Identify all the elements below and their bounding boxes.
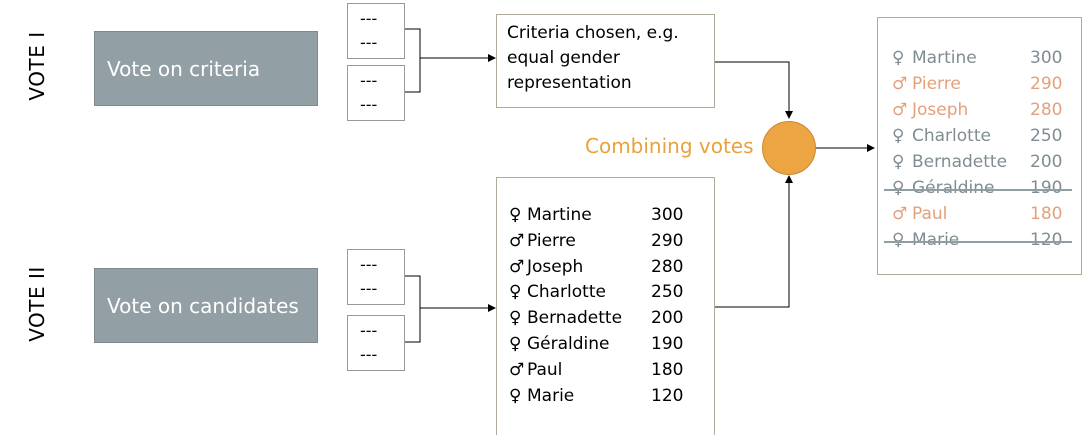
result-score: 250	[1030, 126, 1063, 146]
vote-on-candidates-box: Vote on candidates	[94, 268, 318, 343]
candidate-name: Pierre	[527, 230, 576, 251]
candidate-score: 190	[651, 334, 684, 354]
candidate-name: Marie	[527, 385, 575, 406]
female-icon: ♀	[509, 205, 522, 225]
result-name: Marie	[912, 230, 960, 250]
result-name: Martine	[912, 48, 977, 68]
ballot-line: ---	[360, 345, 378, 364]
female-icon: ♀	[509, 308, 522, 329]
result-name: Paul	[912, 204, 948, 224]
candidate-row: ♂Joseph 280	[509, 257, 699, 277]
result-score: 300	[1030, 48, 1063, 68]
ballot: --- ---	[347, 249, 405, 305]
candidate-score: 200	[651, 308, 684, 329]
candidate-name: Joseph	[527, 256, 584, 277]
result-score: 120	[1030, 230, 1063, 250]
female-icon: ♀	[892, 178, 905, 198]
candidate-score: 280	[651, 256, 684, 277]
result-score: 280	[1030, 100, 1063, 120]
male-icon: ♂	[892, 100, 908, 120]
ballot-line: ---	[360, 255, 378, 274]
strike-through-line	[884, 241, 1072, 243]
result-row: ♂Paul 180	[892, 204, 1072, 224]
combine-circle	[762, 121, 816, 175]
result-row: ♂Joseph 280	[892, 100, 1072, 120]
female-icon: ♀	[892, 126, 905, 146]
candidate-row: ♀Bernadette 200	[509, 308, 699, 328]
result-score: 290	[1030, 74, 1063, 94]
candidate-name: Martine	[527, 205, 592, 225]
result-row: ♂Pierre 290	[892, 74, 1072, 94]
candidate-score: 180	[651, 359, 684, 380]
male-icon: ♂	[509, 230, 525, 251]
result-score: 190	[1030, 178, 1063, 198]
candidate-name: Géraldine	[527, 334, 610, 354]
female-icon: ♀	[509, 385, 522, 406]
result-score: 200	[1030, 152, 1063, 172]
female-icon: ♀	[509, 282, 522, 303]
result-row: ♀ Charlotte 250	[892, 126, 1072, 146]
strike-through-line	[884, 189, 1072, 191]
result-name: Joseph	[912, 100, 969, 120]
female-icon: ♀	[892, 152, 905, 172]
male-icon: ♂	[509, 359, 525, 380]
candidate-name: Paul	[527, 359, 563, 380]
vote-1-label: VOTE I	[25, 31, 49, 101]
ballot-line: ---	[360, 33, 378, 52]
candidate-row: ♀Martine 300	[509, 205, 699, 225]
ballot-line: ---	[360, 279, 378, 298]
male-icon: ♂	[509, 256, 525, 277]
male-icon: ♂	[892, 74, 908, 94]
ballot: --- ---	[347, 3, 405, 59]
result-name: Charlotte	[912, 126, 991, 146]
result-name: Pierre	[912, 74, 961, 94]
candidate-name: Charlotte	[527, 282, 606, 303]
ballot-line: ---	[360, 95, 378, 114]
female-icon: ♀	[509, 334, 522, 354]
male-icon: ♂	[892, 204, 908, 224]
ballot: --- ---	[347, 65, 405, 121]
candidate-row: ♂Paul 180	[509, 360, 699, 380]
ballot: --- ---	[347, 315, 405, 371]
result-name: Bernadette	[912, 152, 1008, 172]
ballot-line: ---	[360, 321, 378, 340]
result-row: ♀ Géraldine 190	[892, 178, 1072, 198]
result-name: Géraldine	[912, 178, 995, 198]
result-row: ♀ Marie 120	[892, 230, 1072, 250]
combining-votes-label: Combining votes	[585, 134, 754, 158]
vote-on-criteria-box: Vote on criteria	[94, 31, 318, 106]
result-score: 180	[1030, 204, 1063, 224]
female-icon: ♀	[892, 230, 905, 250]
result-row: ♀ Bernadette 200	[892, 152, 1072, 172]
candidate-score: 300	[651, 205, 684, 225]
result-row: ♀ Martine 300	[892, 48, 1072, 68]
female-icon: ♀	[892, 48, 905, 68]
ballot-line: ---	[360, 71, 378, 90]
candidate-score: 120	[651, 385, 684, 406]
candidate-row: ♀Charlotte 250	[509, 282, 699, 302]
ballot-line: ---	[360, 9, 378, 28]
candidate-score: 250	[651, 282, 684, 303]
candidate-row: ♂Pierre 290	[509, 231, 699, 251]
criteria-box: Criteria chosen, e.g. equal gender repre…	[496, 14, 715, 108]
candidate-score: 290	[651, 230, 684, 251]
candidate-name: Bernadette	[527, 308, 623, 329]
candidate-row: ♀Marie 120	[509, 386, 699, 406]
candidate-row: ♀Géraldine 190	[509, 334, 699, 354]
vote-2-label: VOTE II	[25, 266, 49, 342]
